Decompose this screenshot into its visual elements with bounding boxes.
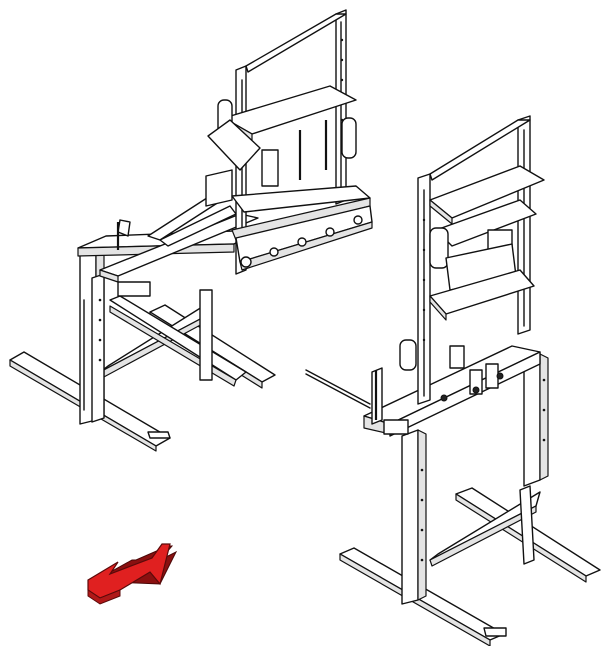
arrow-up-right-icon <box>87 543 178 605</box>
right-assembly <box>305 115 601 646</box>
left-assembly <box>9 9 373 452</box>
right-upper-carriage <box>429 165 545 321</box>
left-upper-carriage <box>207 85 357 187</box>
left-lower-bed <box>205 169 373 271</box>
right-rear-legs <box>523 353 549 487</box>
left-top-beam <box>77 195 261 297</box>
left-front-legs <box>79 241 105 425</box>
right-cross-braces <box>429 485 541 567</box>
left-cross-braces <box>99 289 247 387</box>
right-front-legs <box>401 429 427 605</box>
right-valve-cluster <box>399 339 504 402</box>
